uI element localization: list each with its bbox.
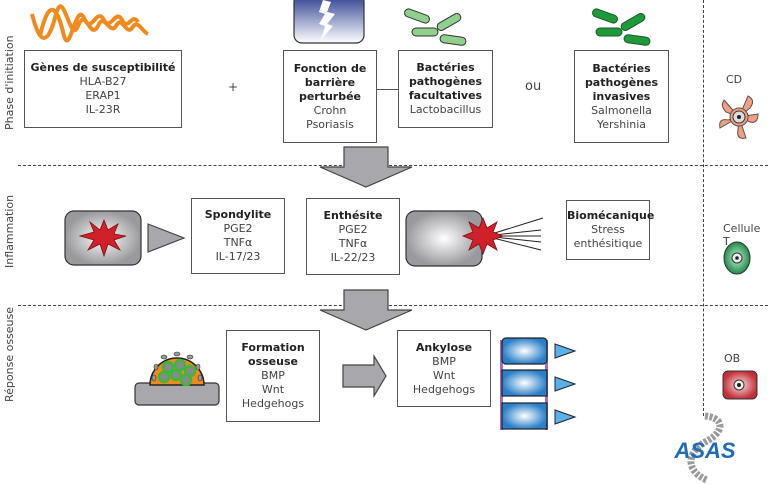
ankylose-item: Wnt (432, 368, 456, 382)
dna-icon (30, 4, 149, 43)
legend-tcell-label: Cellule T (723, 222, 761, 248)
formation-box: Formation osseuse BMP Wnt Hedgehogs (226, 330, 320, 422)
down-arrow-2 (319, 289, 413, 331)
biomecanique-item: Stress (591, 223, 625, 236)
spondylite-inflammation-icon (64, 210, 186, 266)
invasive-box: Bactéries pathogènes invasives Salmonell… (574, 50, 669, 143)
barrier-item: Psoriasis (306, 117, 354, 131)
legend-ob-label: OB (724, 352, 741, 365)
enthesite-box: Enthésite PGE2 TNFα IL-22/23 (306, 198, 400, 275)
genes-item: HLA-B27 (79, 75, 127, 88)
spondylite-item: TNFα (223, 236, 253, 249)
formation-title: Formation (241, 341, 305, 354)
enthesite-inflammation-icon (405, 210, 544, 267)
facultative-box: Bactéries pathogènes facultatives Lactob… (398, 50, 493, 128)
enthesite-item: IL-22/23 (330, 250, 376, 264)
ankylose-item: BMP (432, 354, 456, 368)
t-cell-icon (723, 241, 751, 275)
phase-label-bone: Réponse osseuse (3, 306, 16, 402)
dendritic-cell-icon (719, 95, 759, 139)
separator-legend (703, 0, 704, 416)
genes-item: ERAP1 (85, 89, 121, 102)
invasive-title: pathogènes (584, 75, 659, 89)
asas-logo-text: ASAS (673, 438, 735, 463)
facultative-title: facultatives (408, 89, 483, 102)
invasive-item: Yershinia (596, 117, 647, 131)
barrier-title: Fonction de (293, 61, 367, 75)
ankylosed-vertebrae-icon (500, 337, 577, 430)
osteoblast-icon (722, 370, 758, 400)
formation-item: Hedgehogs (241, 397, 305, 410)
barrier-item: Crohn (313, 103, 347, 117)
facultative-title: pathogènes (408, 75, 483, 88)
spondylite-box: Spondylite PGE2 TNFα IL-17/23 (191, 198, 285, 274)
separator-initiation-inflammation (18, 165, 768, 166)
enthesite-item: TNFα (338, 236, 368, 250)
genes-title: Gènes de susceptibilité (30, 61, 176, 74)
barrier-title: barrière (304, 75, 356, 89)
spondylite-item: IL-17/23 (215, 250, 261, 263)
separator-inflammation-bone (18, 305, 768, 306)
or-label: ou (525, 79, 542, 94)
formation-item: BMP (261, 369, 285, 382)
invasive-bacteria-icon (592, 8, 651, 46)
facultative-item: Lactobacillus (409, 103, 482, 116)
genes-box: Gènes de susceptibilité HLA-B27 ERAP1 IL… (24, 50, 182, 128)
ankylose-item: Hedgehogs (412, 382, 476, 396)
biomecanique-box: Biomécanique Stress enthésitique (566, 200, 655, 260)
biomecanique-item: enthésitique (573, 237, 643, 250)
asas-logo: ASAS (673, 412, 736, 484)
down-arrow-1 (319, 146, 413, 188)
phase-label-initiation: Phase d'initiation (3, 35, 16, 130)
barrier-title: perturbée (298, 89, 362, 103)
formation-title: osseuse (248, 355, 298, 368)
facultative-bacteria-icon (404, 8, 467, 46)
enthesite-title: Enthésite (323, 208, 383, 222)
invasive-title: Bactéries (592, 61, 651, 75)
phase-label-inflammation: Inflammation (3, 194, 16, 268)
connector-line (377, 89, 400, 90)
ankylose-title: Ankylose (415, 340, 473, 354)
ankylose-box: Ankylose BMP Wnt Hedgehogs (397, 330, 491, 407)
biomecanique-title: Biomécanique (567, 209, 655, 222)
plus-sign: + (228, 80, 239, 94)
spondylite-title: Spondylite (204, 208, 272, 221)
invasive-item: Salmonella (591, 103, 652, 117)
barrier-box: Fonction de barrière perturbée Crohn Pso… (283, 50, 377, 143)
invasive-title: invasives (592, 89, 651, 103)
enthesite-item: PGE2 (338, 222, 368, 236)
facultative-title: Bactéries (416, 61, 475, 74)
formation-item: Wnt (261, 383, 285, 396)
bone-formation-cells-icon (134, 351, 220, 406)
genes-item: IL-23R (85, 103, 121, 116)
spondylite-item: PGE2 (223, 222, 253, 235)
barrier-lightning-icon (293, 0, 365, 44)
legend-cd-label: CD (726, 73, 743, 86)
right-arrow (342, 353, 387, 399)
